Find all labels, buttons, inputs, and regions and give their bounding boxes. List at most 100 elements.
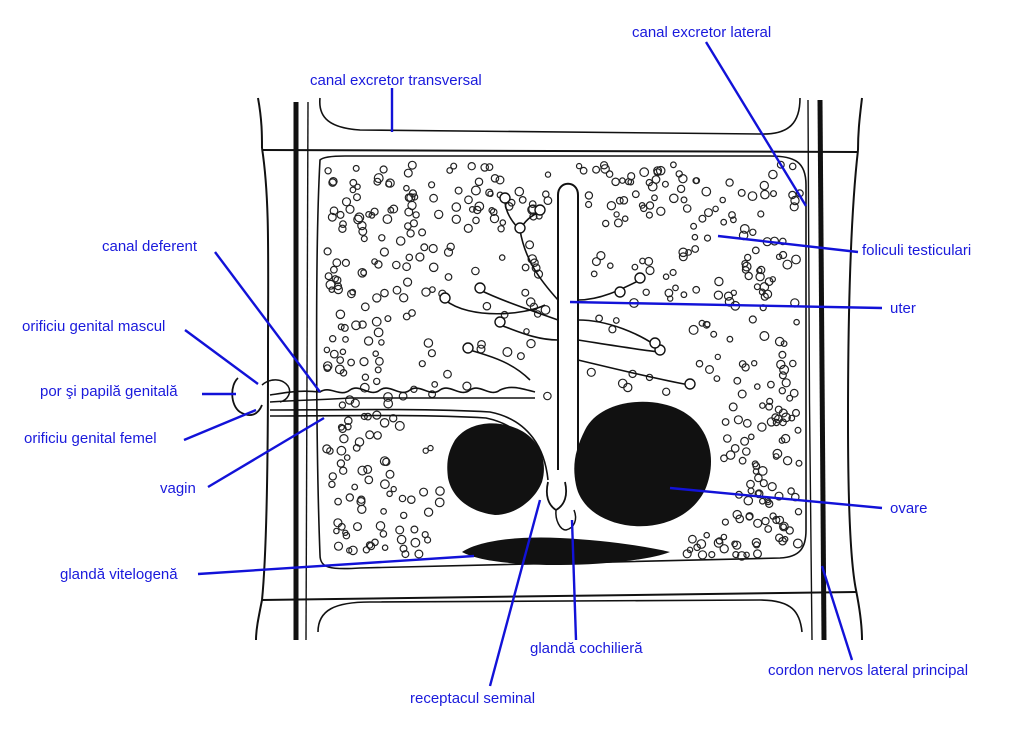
follicle [385,469,395,479]
follicle [443,247,454,257]
follicle [380,288,389,298]
follicle [769,190,777,198]
follicle [400,511,408,520]
follicle [418,228,427,237]
follicle [788,414,796,422]
follicle [390,485,397,493]
follicle [782,456,793,466]
follicle [351,320,361,331]
follicle [402,262,412,272]
follicle [747,487,755,495]
follicle [725,178,734,187]
follicle [359,357,369,367]
follicle [382,457,391,467]
follicle [327,212,337,222]
follicle [747,191,758,202]
follicle [738,360,747,368]
leader-foliculi-testiculari [717,234,859,254]
follicle [353,522,363,532]
follicle [379,530,388,538]
follicle [743,495,754,506]
follicle [735,514,745,524]
follicle [719,544,729,554]
follicle [615,196,624,205]
follicle [385,180,393,188]
label-canal-deferent: canal deferent [102,238,198,255]
follicle [606,262,614,270]
label-orificiu-genital-femel: orificiu genital femel [24,430,157,447]
follicle [406,229,415,238]
follicle [543,196,553,206]
follicle [691,245,700,253]
follicle [691,233,699,241]
follicle [781,378,791,388]
follicle [745,512,754,521]
follicle [776,160,785,169]
follicle [778,387,787,395]
testicular-follicles [322,160,804,561]
follicle [444,273,453,281]
follicle [339,220,347,229]
follicle [347,289,356,299]
follicle [516,352,525,361]
follicle [746,479,755,489]
follicle [584,200,593,209]
follicle [592,165,601,174]
follicle [420,243,429,252]
follicle [794,426,802,434]
follicle [429,286,436,294]
follicle [696,539,707,549]
follicle [480,163,490,172]
follicle [738,456,747,465]
follicle [406,495,416,505]
follicle [741,447,751,456]
follicle [627,178,635,186]
follicle [322,361,333,371]
follicle [701,186,712,197]
follicle [789,388,799,398]
follicle [788,359,797,368]
follicle [341,258,350,267]
follicle [737,389,747,399]
follicle [350,398,360,408]
follicle [732,540,742,550]
follicle [334,282,343,291]
follicle [357,465,368,476]
follicle [686,546,694,554]
follicle [378,234,386,242]
follicle [395,525,405,535]
follicle [728,402,738,412]
follicle [757,210,765,218]
follicle [651,194,658,202]
follicle [474,201,485,212]
follicle [526,338,536,349]
follicle [353,193,362,202]
follicle [780,523,787,531]
follicle [412,211,420,219]
follicle [678,252,688,262]
uterine-branch-tip [439,292,451,304]
follicle [374,260,383,269]
follicle [596,251,606,261]
follicle [349,288,357,296]
follicle [364,475,374,485]
follicle [670,161,677,169]
follicle [662,387,671,396]
follicle [379,247,389,257]
follicle [336,356,345,365]
follicle [613,211,620,218]
follicle [662,273,670,281]
follicle [525,240,535,250]
follicle [795,459,803,467]
follicle [333,527,340,535]
follicle [451,202,462,212]
follicle [575,162,583,170]
follicle [348,545,358,556]
follicle [403,168,413,178]
follicle [774,336,785,347]
follicle [595,314,603,323]
follicle [414,549,424,559]
follicle [326,447,334,455]
follicle [720,218,728,226]
